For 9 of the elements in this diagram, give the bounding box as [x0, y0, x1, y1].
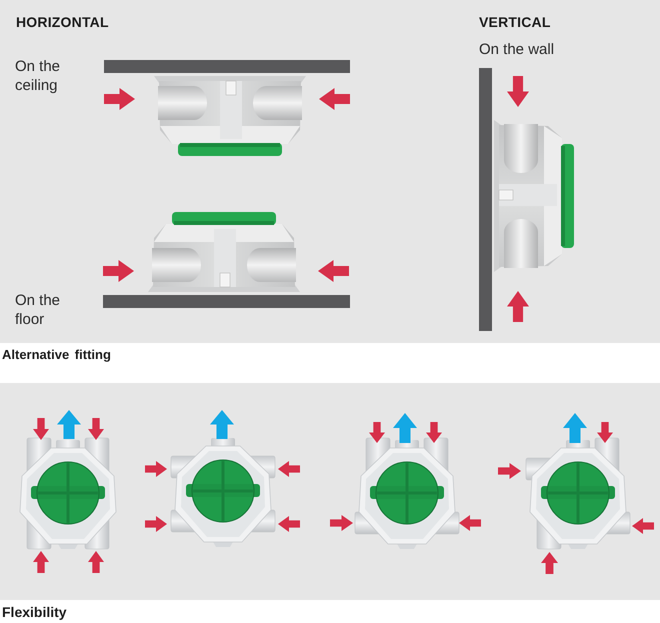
panel-caption: Flexibility [2, 604, 67, 621]
position-label: On the floor [15, 291, 62, 329]
section-heading: HORIZONTAL [16, 14, 109, 31]
position-label: On the wall [479, 40, 554, 59]
position-label: On the ceiling [15, 57, 62, 95]
section-heading: VERTICAL [479, 14, 551, 31]
illustration-panel [0, 383, 660, 600]
panel-caption: Alternative fitting [2, 347, 111, 363]
illustration-panel [0, 0, 660, 343]
